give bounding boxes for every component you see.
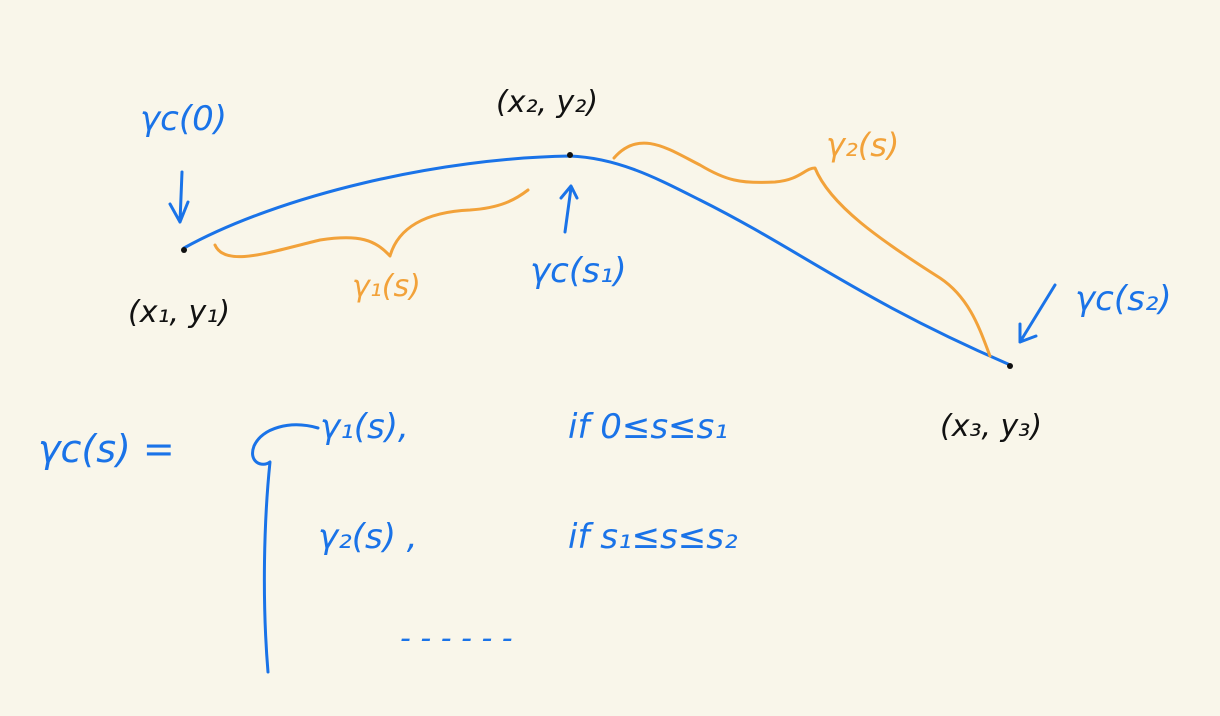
case-1-expression: γ₁(s), — [320, 407, 409, 447]
point-1-dot — [181, 247, 187, 253]
marker-mid-label: γc(s₁) — [530, 251, 627, 291]
brace-segment-2 — [612, 141, 992, 358]
arrow-start-icon — [168, 170, 190, 224]
equation-continuation: - - - - - - — [400, 621, 513, 656]
point-3-dot — [1007, 363, 1013, 369]
equation-lhs: γc(s) = — [38, 427, 175, 471]
segment-1-label: γ₁(s) — [352, 269, 421, 304]
equation-brace — [251, 423, 320, 674]
point-2-dot — [567, 152, 573, 158]
case-1-condition: if 0≤s≤s₁ — [568, 407, 728, 447]
case-2-condition: if s₁≤s≤s₂ — [568, 517, 738, 557]
point-2-label: (x₂, y₂) — [496, 85, 598, 120]
brace-segment-1 — [213, 188, 530, 259]
segment-2-label: γ₂(s) — [826, 126, 899, 164]
marker-start-label: γc(0) — [140, 99, 227, 139]
arrow-end-icon — [1018, 283, 1057, 344]
arrow-mid-icon — [559, 184, 579, 234]
marker-end-label: γc(s₂) — [1075, 279, 1172, 319]
case-2-expression: γ₂(s) , — [318, 517, 418, 557]
point-1-label: (x₁, y₁) — [128, 295, 230, 330]
point-3-label: (x₃, y₃) — [940, 409, 1042, 444]
curve-path — [182, 154, 1010, 366]
